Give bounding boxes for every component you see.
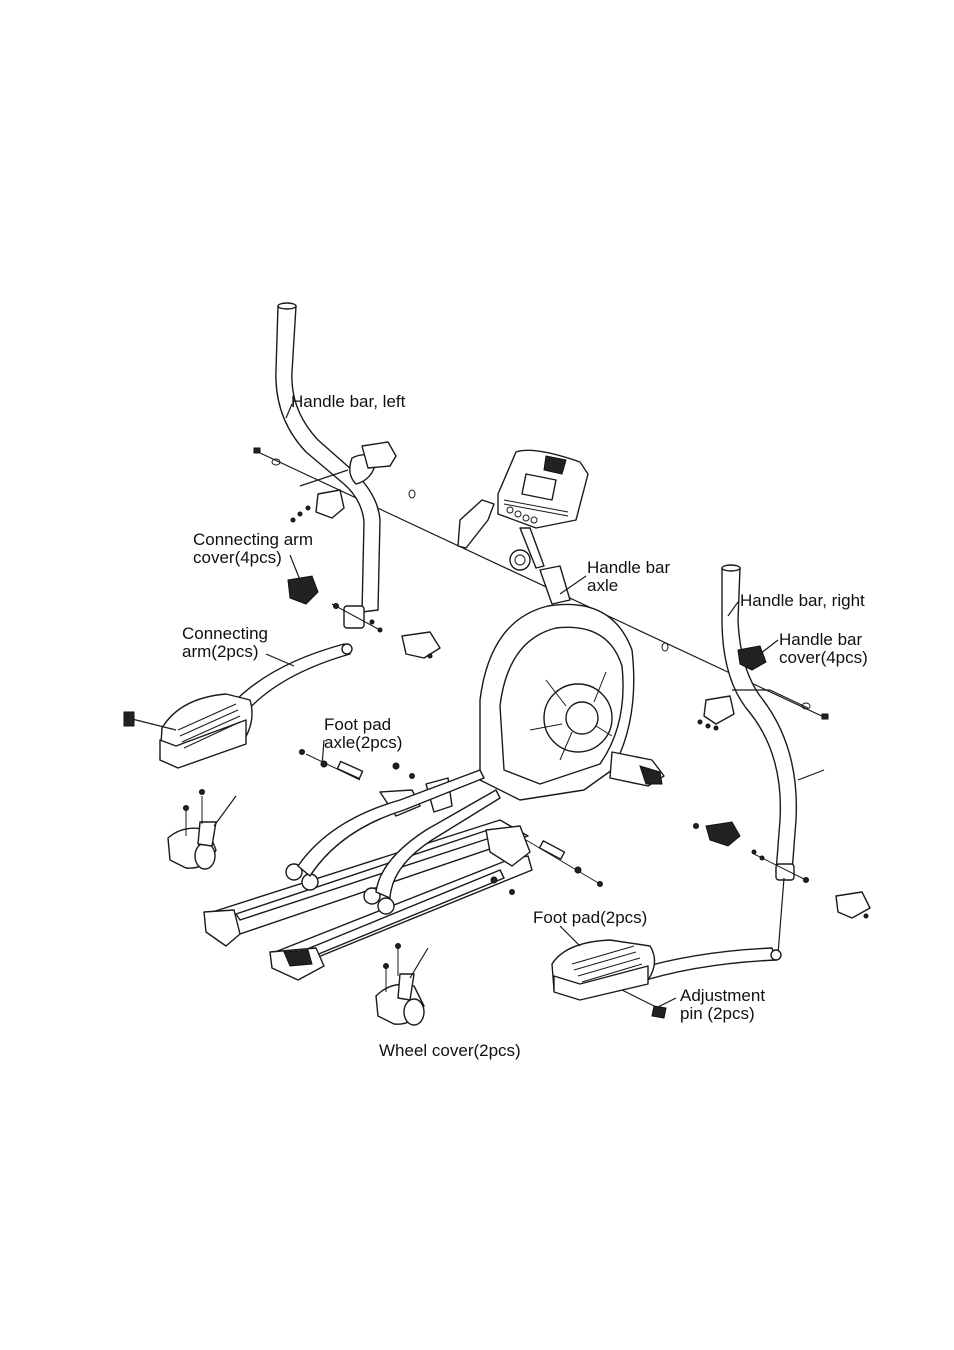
flywheel-spokes (529, 671, 613, 761)
label-connecting-arm-line2: arm(2pcs) (182, 642, 259, 661)
label-adjustment-pin-line1: Adjustment (680, 986, 766, 1005)
console-part (457, 449, 589, 571)
label-connecting-arm-cover: Connecting arm cover(4pcs) (193, 531, 313, 567)
label-foot-pad: Foot pad(2pcs) (533, 909, 647, 927)
foot-pad-left-part (123, 693, 253, 769)
foot-pad-left-treads (177, 703, 241, 749)
label-foot-pad-text: Foot pad(2pcs) (533, 908, 648, 927)
label-handle-bar-right-text: Handle bar, right (740, 591, 865, 610)
label-connecting-arm-line1: Connecting (182, 624, 269, 643)
label-connecting-arm-cover-line2: cover(4pcs) (193, 548, 282, 567)
label-handle-bar-axle-line1: Handle bar (587, 558, 671, 577)
label-leader-lines (265, 403, 779, 1009)
label-connecting-arm: Connecting arm(2pcs) (182, 625, 268, 661)
base-rail-part (203, 749, 603, 981)
foot-pad-right-treads (571, 945, 643, 983)
wheel-cover-bottom-part (375, 943, 425, 1026)
label-handle-bar-left-text: Handle bar, left (291, 392, 406, 411)
label-foot-pad-axle-line2: axle(2pcs) (324, 733, 403, 752)
main-frame-part (479, 565, 665, 801)
wheel-cover-left-part (167, 789, 237, 870)
connecting-arm-cover-part (287, 575, 441, 659)
label-connecting-arm-cover-line1: Connecting arm (193, 530, 314, 549)
label-foot-pad-axle-line1: Foot pad (324, 715, 392, 734)
label-foot-pad-axle: Foot pad axle(2pcs) (324, 716, 402, 752)
covers-right-part (693, 821, 871, 919)
handle-bar-cover-top-left (290, 441, 397, 523)
connecting-arm-right-part (609, 877, 785, 991)
label-handle-bar-left: Handle bar, left (291, 393, 405, 411)
connecting-arm-left-part (231, 643, 353, 713)
label-handle-bar-cover-line2: cover(4pcs) (779, 648, 868, 667)
label-wheel-cover-text: Wheel cover(2pcs) (379, 1041, 521, 1060)
label-wheel-cover: Wheel cover(2pcs) (379, 1042, 521, 1060)
handle-bar-right-part (697, 564, 825, 881)
label-handle-bar-cover: Handle bar cover(4pcs) (779, 631, 868, 667)
console-buttons (503, 499, 569, 524)
label-handle-bar-right: Handle bar, right (740, 592, 865, 610)
label-handle-bar-cover-line1: Handle bar (779, 630, 863, 649)
foot-pad-right-part (551, 939, 667, 1019)
label-adjustment-pin: Adjustment pin (2pcs) (680, 987, 765, 1023)
label-handle-bar-axle: Handle bar axle (587, 559, 670, 595)
label-handle-bar-axle-line2: axle (587, 576, 619, 595)
label-adjustment-pin-line2: pin (2pcs) (680, 1004, 755, 1023)
